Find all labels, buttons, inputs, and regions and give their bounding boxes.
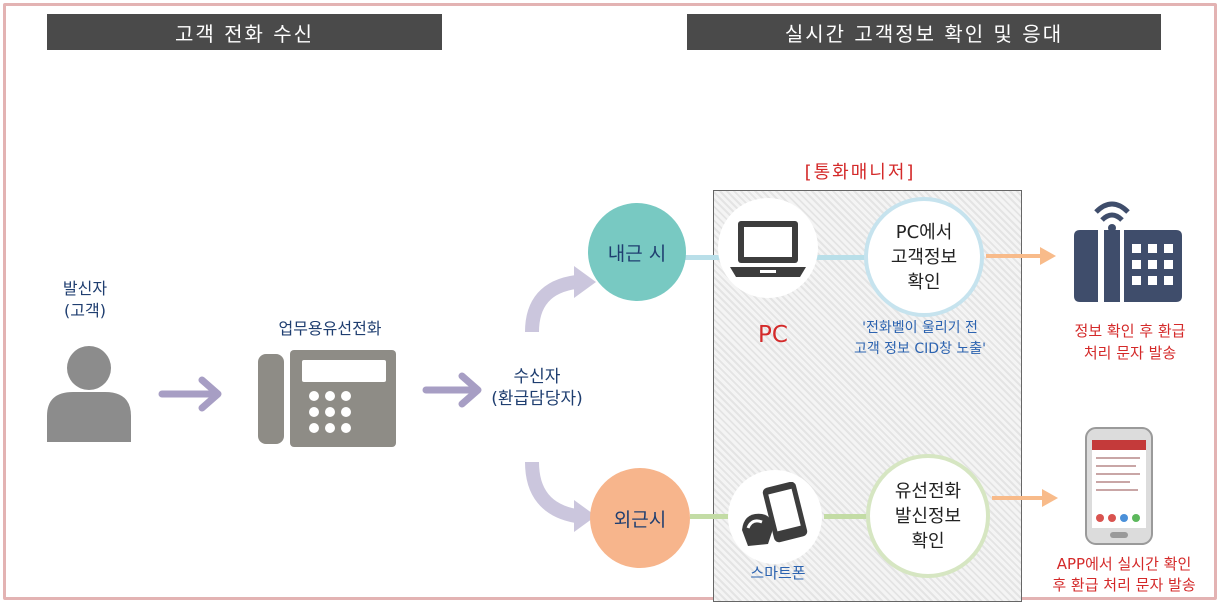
arrow-to-office-phone — [158, 376, 222, 412]
wired-check-line1: 유선전화 — [894, 480, 962, 502]
diagram-frame — [3, 3, 1217, 600]
arrow-to-wifi-phone — [986, 247, 1056, 265]
office-phone-text: 업무용유선전화 — [278, 319, 382, 338]
cid-note: '전화벨이 울리기 전 고객 정보 CID창 노출' — [820, 318, 1020, 360]
in-office-node: 내근 시 — [588, 203, 686, 301]
wired-check-node: 유선전화 발신정보 확인 — [866, 454, 990, 578]
pc-check-node: PC에서 고객정보 확인 — [864, 197, 984, 317]
pc-node — [718, 198, 818, 298]
caller-label: 발신자 (고객) — [40, 278, 130, 322]
result-bottom: APP에서 실시간 확인 후 환급 처리 문자 발송 — [1034, 554, 1214, 596]
header-right-text: 실시간 고객정보 확인 및 응대 — [784, 21, 1064, 46]
line-inoffice-pc — [680, 255, 740, 260]
result-bottom-line1: APP에서 실시간 확인 — [1056, 555, 1192, 573]
smartphone-label: 스마트폰 — [728, 562, 828, 583]
pc-check-line3: 확인 — [907, 271, 941, 293]
arrow-to-smartphone-app — [992, 489, 1058, 507]
smartphone-label-text: 스마트폰 — [750, 564, 806, 582]
call-manager-title: [통화매니저] — [780, 158, 940, 184]
call-manager-title-text: [통화매니저] — [804, 162, 916, 183]
receiver-label: 수신자 (환급담당자) — [472, 366, 602, 410]
cid-note-line2: 고객 정보 CID창 노출' — [853, 341, 987, 357]
result-bottom-line2: 후 환급 처리 문자 발송 — [1052, 576, 1196, 594]
caller-title: 발신자 — [62, 279, 108, 298]
out-office-text: 외근시 — [613, 508, 667, 531]
line-pc-check — [808, 255, 868, 260]
receiver-subtitle: (환급담당자) — [491, 389, 583, 409]
pc-check-line1: PC에서 — [895, 221, 953, 243]
office-phone-label: 업무용유선전화 — [245, 318, 415, 340]
pc-label: PC — [738, 322, 808, 348]
smartphone-node — [728, 470, 822, 564]
laptop-icon — [730, 221, 806, 277]
person-icon — [47, 346, 131, 442]
pc-check-line2: 고객정보 — [890, 246, 958, 268]
header-call-receive: 고객 전화 수신 — [47, 14, 442, 50]
out-office-node: 외근시 — [590, 468, 690, 568]
result-top-line2: 처리 문자 발송 — [1083, 344, 1177, 362]
line-phone-check — [824, 514, 868, 519]
arrow-curve-up — [525, 266, 596, 333]
caller-subtitle: (고객) — [64, 301, 106, 320]
receiver-title: 수신자 — [513, 367, 561, 387]
wifi-phone-icon — [1074, 201, 1182, 302]
desk-phone-icon — [258, 350, 396, 447]
wired-check-line3: 확인 — [911, 530, 945, 552]
touch-phone-icon — [742, 482, 808, 546]
pc-label-text: PC — [758, 322, 788, 348]
wired-check-line2: 발신정보 — [894, 505, 962, 527]
arrow-curve-down — [525, 461, 596, 532]
result-top: 정보 확인 후 환급 처리 문자 발송 — [1050, 320, 1210, 364]
header-left-text: 고객 전화 수신 — [174, 21, 315, 46]
in-office-text: 내근 시 — [607, 242, 667, 265]
result-top-line1: 정보 확인 후 환급 — [1074, 322, 1186, 340]
header-realtime-info: 실시간 고객정보 확인 및 응대 — [687, 14, 1161, 50]
cid-note-line1: '전화벨이 울리기 전 — [862, 320, 978, 336]
line-outoffice-phone — [690, 514, 740, 519]
arrow-to-receiver — [422, 372, 482, 408]
smartphone-app-icon — [1085, 427, 1153, 545]
